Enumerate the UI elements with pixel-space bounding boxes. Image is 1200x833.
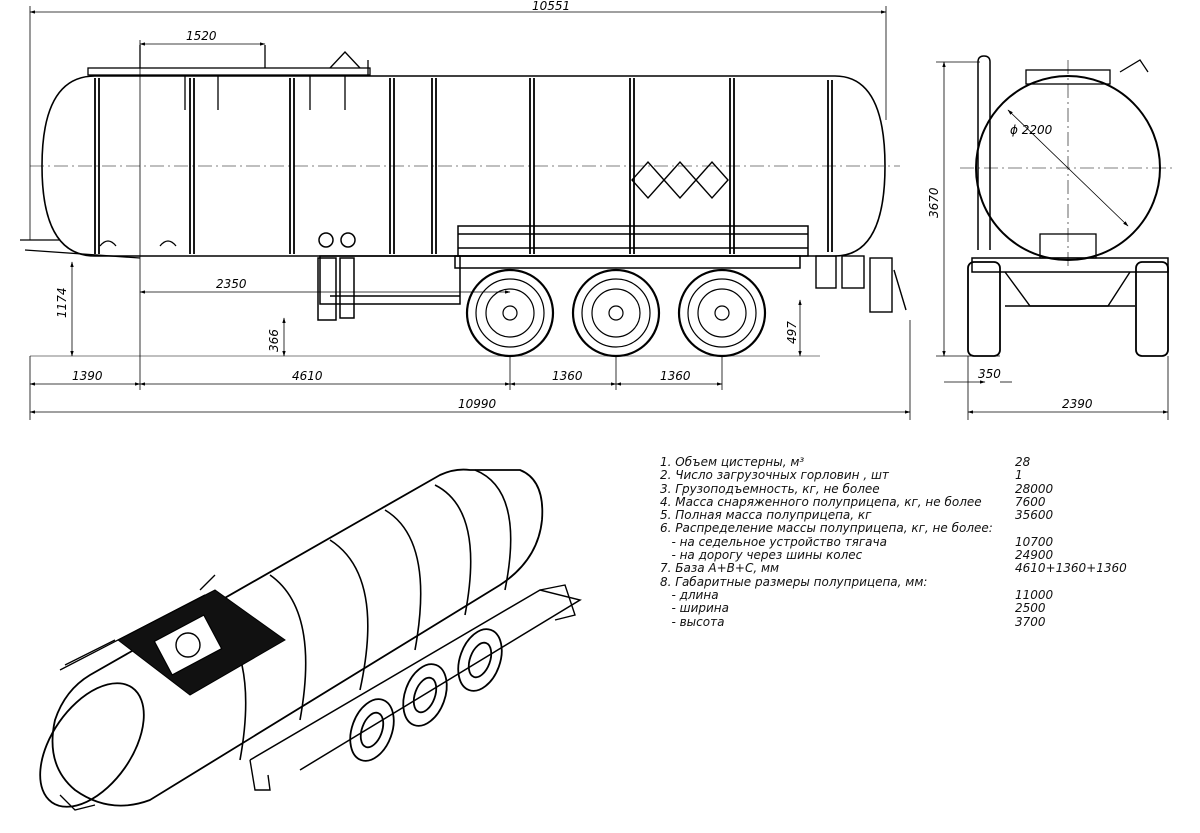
dim-deck-height: 497: [785, 321, 799, 344]
spec-value: 28: [1015, 455, 1031, 469]
tank-hoops: [94, 78, 833, 254]
spec-label: 1. Объем цистерны, м³: [660, 456, 805, 469]
spec-label: 8. Габаритные размеры полуприцепа, мм:: [660, 575, 928, 589]
spec-value: 1: [1015, 468, 1023, 483]
wheel-3: [677, 268, 767, 358]
side-dimension-labels: 10551 1520 2350 1174 366 497 1390 4610 1…: [55, 0, 799, 411]
front-bracket: [20, 239, 177, 259]
dim-front-overhang: 1390: [72, 369, 103, 383]
iso-wheels: [349, 628, 503, 762]
dim-tank-diameter: ϕ 2200: [1010, 123, 1053, 137]
spec-label: - длина: [660, 588, 719, 602]
spec-row: 3. Грузоподъемность, кг, не более 28000: [660, 481, 1130, 496]
spec-row: 2. Число загрузочных горловин , шт 1: [660, 468, 1130, 483]
spec-row: - на седельное устройство тягача 10700: [660, 534, 1130, 549]
spec-row: 7. База А+В+С, мм 4610+1360+1360: [660, 561, 1130, 576]
side-view: [20, 45, 907, 358]
spec-label: 4. Масса снаряженного полуприцепа, кг, н…: [660, 495, 982, 509]
dim-base-a: 4610: [292, 369, 323, 383]
spec-value: 4610+1360+1360: [1015, 561, 1127, 576]
spec-row: 4. Масса снаряженного полуприцепа, кг, н…: [660, 494, 1130, 509]
spec-row: - ширина 2500: [660, 601, 1130, 616]
spec-value: [1015, 522, 1130, 535]
spec-row: - на дорогу через шины колес 24900: [660, 548, 1130, 563]
spec-value: 10700: [1015, 534, 1054, 549]
specifications-list: 1. Объем цистерны, м³ 28 2. Число загрузо…: [660, 455, 1130, 629]
spec-value: 11000: [1015, 587, 1054, 602]
spec-row: - длина 11000: [660, 587, 1130, 602]
spec-value: 2500: [1015, 601, 1046, 616]
wheel-1: [465, 268, 555, 358]
spec-label: 7. База А+В+С, мм: [660, 562, 780, 576]
spec-row: 8. Габаритные размеры полуприцепа, мм:: [660, 576, 1130, 589]
rear-view: [960, 55, 1175, 357]
spec-value: 28000: [1015, 481, 1054, 496]
spec-row: 6. Распределение массы полуприцепа, кг, …: [660, 522, 1130, 535]
spec-label: - ширина: [660, 602, 729, 616]
dim-base-c: 1360: [660, 369, 691, 383]
dim-coupling-height: 1174: [55, 287, 69, 318]
dim-overall-height: 3670: [927, 187, 941, 218]
spec-value: 7600: [1015, 494, 1046, 509]
rear-ladder: [977, 55, 991, 250]
spec-label: 6. Распределение массы полуприцепа, кг, …: [660, 522, 993, 536]
chassis-frame: [319, 225, 809, 305]
hazard-placards: [631, 160, 729, 200]
rear-dimension-labels: ϕ 2200 3670 350 2390: [927, 123, 1093, 411]
dim-base-b: 1360: [552, 369, 583, 383]
rear-wheels: [967, 261, 1169, 357]
dim-lower-height: 366: [267, 329, 281, 352]
dim-overall-tank-length: 10551: [532, 0, 570, 13]
iso-tank-body: [51, 468, 544, 807]
iso-chassis: [249, 589, 582, 771]
hatch-walkway: [87, 45, 371, 110]
spec-value: 3700: [1015, 614, 1046, 629]
dim-hatch-offset: 1520: [186, 29, 217, 43]
side-dimensions: [29, 6, 911, 420]
landing-gear: [317, 232, 356, 321]
spec-value: [1015, 576, 1130, 589]
spec-row: - высота 3700: [660, 614, 1130, 629]
spec-row: 5. Полная масса полуприцепа, кг 35600: [660, 508, 1130, 523]
spec-label: 5. Полная масса полуприцепа, кг: [660, 509, 872, 523]
spec-row: 1. Объем цистерны, м³ 28: [660, 455, 1130, 469]
spec-label: 3. Грузоподъемность, кг, не более: [660, 482, 880, 496]
spec-label: 2. Число загрузочных горловин , шт: [660, 469, 889, 483]
spec-value: 24900: [1015, 548, 1054, 563]
dim-track-offset: 350: [978, 367, 1001, 381]
spec-label: - высота: [660, 615, 725, 629]
spec-label: - на дорогу через шины колес: [660, 549, 863, 563]
wheel-2: [571, 268, 661, 358]
spec-value: 35600: [1015, 508, 1054, 523]
dim-kingpin-to-axle: 2350: [216, 277, 247, 291]
spec-label: - на седельное устройство тягача: [660, 535, 887, 549]
dim-overall-width: 2390: [1062, 397, 1093, 411]
rear-dimensions: [936, 61, 1169, 420]
iso-tank-hoops: [209, 469, 512, 761]
rear-bumper: [815, 255, 907, 313]
isometric-view: [39, 468, 582, 811]
dim-overall-length: 10990: [458, 397, 497, 411]
